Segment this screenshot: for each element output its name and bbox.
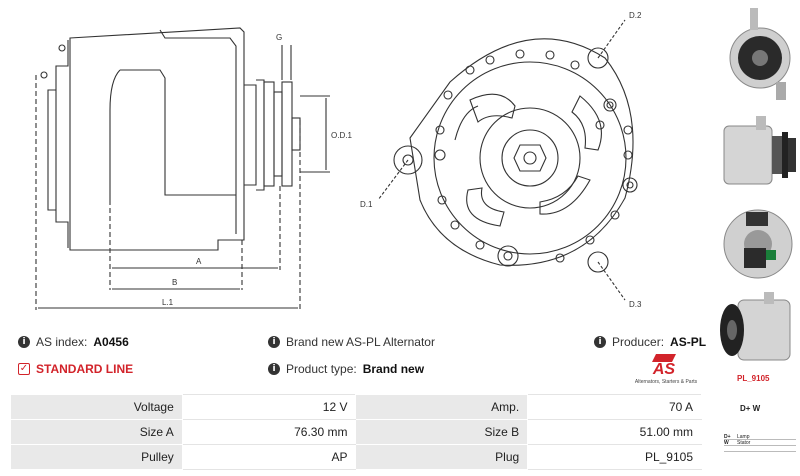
- product-type-value: Brand new: [362, 362, 425, 376]
- label-d2: D.2: [629, 11, 642, 20]
- product-info: i AS index: A0456 ✓ STANDARD LINE i Bran…: [0, 330, 712, 390]
- info-icon: i: [268, 336, 280, 348]
- plug-pins: D+ W: [740, 404, 761, 413]
- spec-key: Amp.: [355, 394, 529, 420]
- as-index-value: A0456: [93, 335, 129, 349]
- table-row: Pulley AP Plug PL_9105: [10, 444, 702, 470]
- table-row: Voltage 12 V Amp. 70 A: [10, 394, 702, 420]
- thumbnail-front[interactable]: [716, 2, 800, 110]
- specifications-table: Voltage 12 V Amp. 70 A Size A 76.30 mm S…: [10, 394, 702, 470]
- producer-row: i Producer: AS-PL: [594, 335, 706, 349]
- logo-subtext: Alternators, Starters & Parts: [635, 379, 698, 385]
- label-g: G: [276, 33, 282, 42]
- producer-label: Producer:: [612, 335, 665, 349]
- spec-value: 70 A: [527, 394, 702, 420]
- pin-desc: Stator: [737, 439, 751, 446]
- front-view: [377, 19, 638, 301]
- brand-new-text: Brand new AS-PL Alternator: [286, 335, 435, 349]
- list-item: [724, 446, 796, 452]
- label-l1: L.1: [162, 298, 174, 307]
- front-view-labels: D.2 D.3 D.1: [360, 11, 642, 309]
- pin-name: W: [724, 439, 729, 446]
- standard-line-row: ✓ STANDARD LINE: [18, 362, 133, 376]
- as-pl-logo: AS Alternators, Starters & Parts: [628, 352, 704, 386]
- side-view-labels: G O.D.1 A B L.1: [162, 33, 352, 307]
- spec-key: Pulley: [10, 444, 183, 470]
- spec-key: Plug: [355, 444, 529, 470]
- info-icon: i: [18, 336, 30, 348]
- spec-value: AP: [181, 444, 357, 470]
- label-od1: O.D.1: [331, 131, 352, 140]
- thumbnail-angle[interactable]: [716, 290, 800, 370]
- plug-legend: D+ Lamp W Stator: [724, 434, 796, 452]
- as-index-row: i AS index: A0456: [18, 335, 129, 349]
- product-type-label: Product type:: [286, 362, 357, 376]
- checkbox-checked-icon: ✓: [18, 363, 30, 375]
- thumbnail-side[interactable]: [716, 112, 800, 196]
- table-row: Size A 76.30 mm Size B 51.00 mm: [10, 419, 702, 445]
- spec-value: 76.30 mm: [181, 419, 357, 445]
- product-type-row: i Product type: Brand new: [268, 362, 424, 376]
- as-index-label: AS index:: [36, 335, 88, 349]
- label-a: A: [196, 257, 202, 266]
- plug-code: PL_9105: [737, 374, 770, 383]
- label-d3: D.3: [629, 300, 642, 309]
- label-d1: D.1: [360, 200, 373, 209]
- label-b: B: [172, 278, 177, 287]
- spec-value: PL_9105: [527, 444, 702, 470]
- info-icon: i: [268, 363, 280, 375]
- standard-line-label: STANDARD LINE: [36, 362, 134, 376]
- thumbnail-rear[interactable]: [716, 198, 800, 288]
- spec-key: Size A: [10, 419, 183, 445]
- info-icon: i: [594, 336, 606, 348]
- list-item: D+ Lamp: [724, 434, 796, 440]
- spec-key: Voltage: [10, 394, 183, 420]
- spec-value: 12 V: [181, 394, 357, 420]
- brand-new-row: i Brand new AS-PL Alternator: [268, 335, 435, 349]
- technical-drawing: G O.D.1 A B L.1: [35, 11, 642, 310]
- list-item: W Stator: [724, 440, 796, 446]
- spec-key: Size B: [355, 419, 529, 445]
- pin-name: D+: [724, 433, 731, 440]
- product-thumbnails: PL_9105: [712, 0, 800, 476]
- producer-value: AS-PL: [670, 335, 707, 349]
- spec-value: 51.00 mm: [527, 419, 702, 445]
- side-view: [35, 27, 330, 310]
- logo-text: AS: [652, 361, 676, 378]
- pin-desc: Lamp: [737, 433, 750, 440]
